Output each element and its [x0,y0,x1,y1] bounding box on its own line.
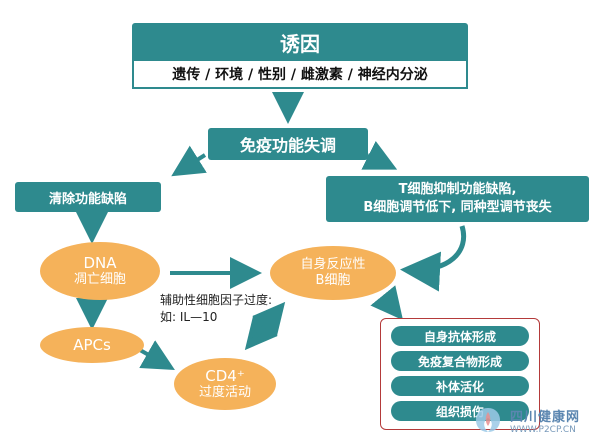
outcome-immune-complex-label: 免疫复合物形成 [417,354,502,369]
autoreactive-label: 自身反应性 [300,256,366,272]
trigger-factors-box: 遗传 / 环境 / 性别 / 雌激素 / 神经内分泌 [132,61,468,89]
t-cell-defect-line1: T细胞抑制功能缺陷, [398,182,517,198]
arrow-cd4-to-b-cell [246,301,286,348]
apcs-ellipse: APCs [40,327,144,363]
arrow-dysfunction-to-clearance [171,145,207,177]
cd4-label: CD4⁺ [205,366,245,385]
arrow-dysfunction-to-tcell [361,140,398,170]
arrow-apcs-to-cd4 [139,340,175,370]
outcome-tissue-damage-label: 组织损伤 [435,404,484,419]
cd4-ellipse: CD4⁺ 过度活动 [174,358,276,410]
immune-dysfunction-box: 免疫功能失调 [208,128,368,160]
outcome-autoantibody: 自身抗体形成 [391,326,529,346]
outcome-complement: 补体活化 [391,376,529,396]
t-cell-defect-line2: B细胞调节低下, 同种型调节丧失 [363,200,552,215]
trigger-title: 诱因 [280,31,320,56]
b-cell-label: B细胞 [315,273,351,288]
watermark-url: WWW.P2CP.CN [510,424,576,435]
trigger-factors: 遗传 / 环境 / 性别 / 雌激素 / 神经内分泌 [172,67,428,83]
immune-dysfunction-label: 免疫功能失调 [239,136,336,155]
dna-label: DNA [83,253,117,272]
autoreactive-b-cell-ellipse: 自身反应性 B细胞 [270,246,396,300]
watermark: 四川健康网 WWW.P2CP.CN [470,402,594,438]
t-cell-defect-box: T细胞抑制功能缺陷, B细胞调节低下, 同种型调节丧失 [326,176,589,222]
apoptotic-cell-label: 凋亡细胞 [73,272,126,288]
clearance-defect-label: 清除功能缺陷 [48,191,127,207]
cytokine-note: 辅助性细胞因子过度: 如: IL—10 [160,292,272,327]
dna-apoptotic-ellipse: DNA 凋亡细胞 [40,242,160,300]
overactive-label: 过度活动 [198,385,251,401]
cytokine-note-line1: 辅助性细胞因子过度: [160,293,273,307]
outcome-immune-complex: 免疫复合物形成 [391,351,529,371]
arrow-tcell-curve-to-b-cell [400,225,467,292]
clearance-defect-box: 清除功能缺陷 [15,182,161,212]
trigger-title-box: 诱因 [132,23,468,61]
cytokine-note-line2: 如: IL—10 [160,310,218,325]
watermark-logo-icon [476,408,500,432]
outcome-autoantibody-label: 自身抗体形成 [423,329,496,344]
apcs-label: APCs [73,335,111,354]
arrow-b-cell-to-outcomes [370,285,404,321]
outcome-complement-label: 补体活化 [435,379,484,394]
watermark-cn: 四川健康网 [510,409,581,425]
